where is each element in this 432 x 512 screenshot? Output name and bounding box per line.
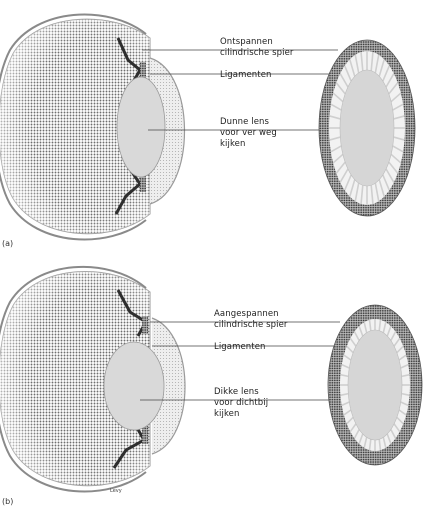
ligament-spoke bbox=[348, 179, 356, 197]
ligament-spoke bbox=[343, 174, 352, 191]
ligament-spoke bbox=[401, 392, 410, 397]
ligament-spoke bbox=[354, 54, 360, 73]
thick-lens-b bbox=[103, 341, 165, 431]
ligament-spoke bbox=[339, 73, 349, 88]
ligament-spoke bbox=[401, 373, 410, 378]
ligament-spoke bbox=[378, 439, 382, 451]
ligament-spoke bbox=[346, 416, 354, 425]
ligament-spoke bbox=[340, 373, 349, 378]
ligament-spoke bbox=[360, 185, 364, 205]
label-ligaments-b: Ligamenten bbox=[214, 342, 266, 352]
ligament-spoke bbox=[386, 433, 392, 445]
ligament-spoke bbox=[340, 392, 349, 397]
ligament-spoke bbox=[354, 183, 360, 202]
ligament-spoke bbox=[335, 161, 346, 174]
ligament-spoke bbox=[368, 319, 372, 331]
ligament-spoke bbox=[341, 401, 350, 407]
ligament-spoke bbox=[343, 354, 352, 361]
ligament-spoke bbox=[378, 59, 386, 77]
ligament-spoke bbox=[368, 439, 372, 451]
label-ligaments-a: Ligamenten bbox=[220, 70, 272, 80]
ligament-spoke bbox=[386, 325, 392, 337]
label-muscle-b-2: cilindrische spier bbox=[214, 320, 288, 330]
ligament-spoke bbox=[378, 179, 386, 197]
ligament-spoke bbox=[392, 145, 404, 153]
ligament-spoke bbox=[398, 354, 407, 361]
ligament-spoke bbox=[385, 73, 395, 88]
ligament-spoke bbox=[335, 82, 346, 95]
ligament-spoke bbox=[393, 337, 401, 347]
ligament-spoke bbox=[332, 153, 344, 164]
ligament-spoke bbox=[329, 115, 341, 120]
ligament-spoke bbox=[400, 401, 409, 407]
ligament-spoke bbox=[388, 161, 399, 174]
ligament-spoke bbox=[393, 423, 401, 433]
ligament-spoke bbox=[348, 59, 356, 77]
ligament-spoke bbox=[388, 82, 399, 95]
ligament-spoke bbox=[363, 322, 368, 333]
ligament-spoke bbox=[343, 409, 352, 416]
label-muscle-a-2: cilindrische spier bbox=[220, 48, 294, 58]
label-muscle-b-1: Aangespannen bbox=[214, 309, 279, 319]
ligament-spoke bbox=[374, 54, 380, 73]
ligament-spoke bbox=[363, 437, 368, 448]
ligament-spoke bbox=[332, 92, 344, 103]
ligament-spoke bbox=[390, 331, 397, 341]
eyeball-b bbox=[0, 265, 186, 493]
ligament-spoke bbox=[353, 429, 360, 439]
ligament-spoke bbox=[349, 337, 357, 347]
ligament-spoke bbox=[400, 363, 409, 369]
ligament-spoke bbox=[382, 174, 391, 191]
ligament-spoke bbox=[390, 92, 402, 103]
ligament-spoke bbox=[349, 423, 357, 433]
ligament-spoke bbox=[390, 429, 397, 439]
ligament-spoke bbox=[378, 319, 382, 331]
panel-a-tag: (a) bbox=[2, 239, 13, 248]
label-lens-a-2: voor ver weg bbox=[220, 128, 277, 138]
ligament-spoke bbox=[330, 145, 342, 153]
front-view-b bbox=[327, 304, 423, 466]
ligament-spoke bbox=[341, 363, 350, 369]
ligament-spoke bbox=[346, 345, 354, 354]
ligament-spoke bbox=[339, 168, 349, 183]
ligament-spoke bbox=[370, 51, 374, 71]
thin-lens-a bbox=[116, 76, 166, 178]
ligament-spoke bbox=[329, 136, 341, 141]
label-muscle-a-1: Ontspannen bbox=[220, 37, 273, 47]
ligament-spoke bbox=[382, 437, 387, 448]
ligament-spoke bbox=[343, 65, 352, 82]
ligament-spoke bbox=[358, 325, 364, 337]
ligament-spoke bbox=[353, 331, 360, 341]
label-lens-a-1: Dunne lens bbox=[220, 117, 270, 127]
ligament-spoke bbox=[330, 103, 342, 111]
front-view-a bbox=[318, 39, 416, 217]
ligament-spoke bbox=[358, 433, 364, 445]
ligament-spoke bbox=[398, 409, 407, 416]
ligament-spoke bbox=[382, 65, 391, 82]
label-lens-a-3: kijken bbox=[220, 139, 245, 149]
artist-signature: Levy bbox=[110, 488, 122, 494]
label-lens-b-1: Dikke lens bbox=[214, 387, 259, 397]
panel-a: Ontspannen cilindrische spier Ligamenten… bbox=[0, 13, 416, 248]
ligament-spoke bbox=[396, 416, 404, 425]
ligament-spoke bbox=[392, 103, 404, 111]
ligament-spoke bbox=[393, 136, 405, 141]
ligament-spoke bbox=[374, 183, 380, 202]
ligament-spoke bbox=[396, 345, 404, 354]
ligament-spoke bbox=[390, 153, 402, 164]
ligament-spoke bbox=[393, 115, 405, 120]
label-lens-b-2: voor dichtbij bbox=[214, 398, 268, 408]
ligament-spoke bbox=[385, 168, 395, 183]
panel-b: Aangespannen cilindrische spier Ligament… bbox=[0, 265, 423, 506]
ligament-spoke bbox=[360, 51, 364, 71]
ligament-spoke bbox=[382, 322, 387, 333]
panel-b-tag: (b) bbox=[2, 497, 13, 506]
ligament-spoke bbox=[370, 185, 374, 205]
label-lens-b-3: kijken bbox=[214, 409, 239, 419]
